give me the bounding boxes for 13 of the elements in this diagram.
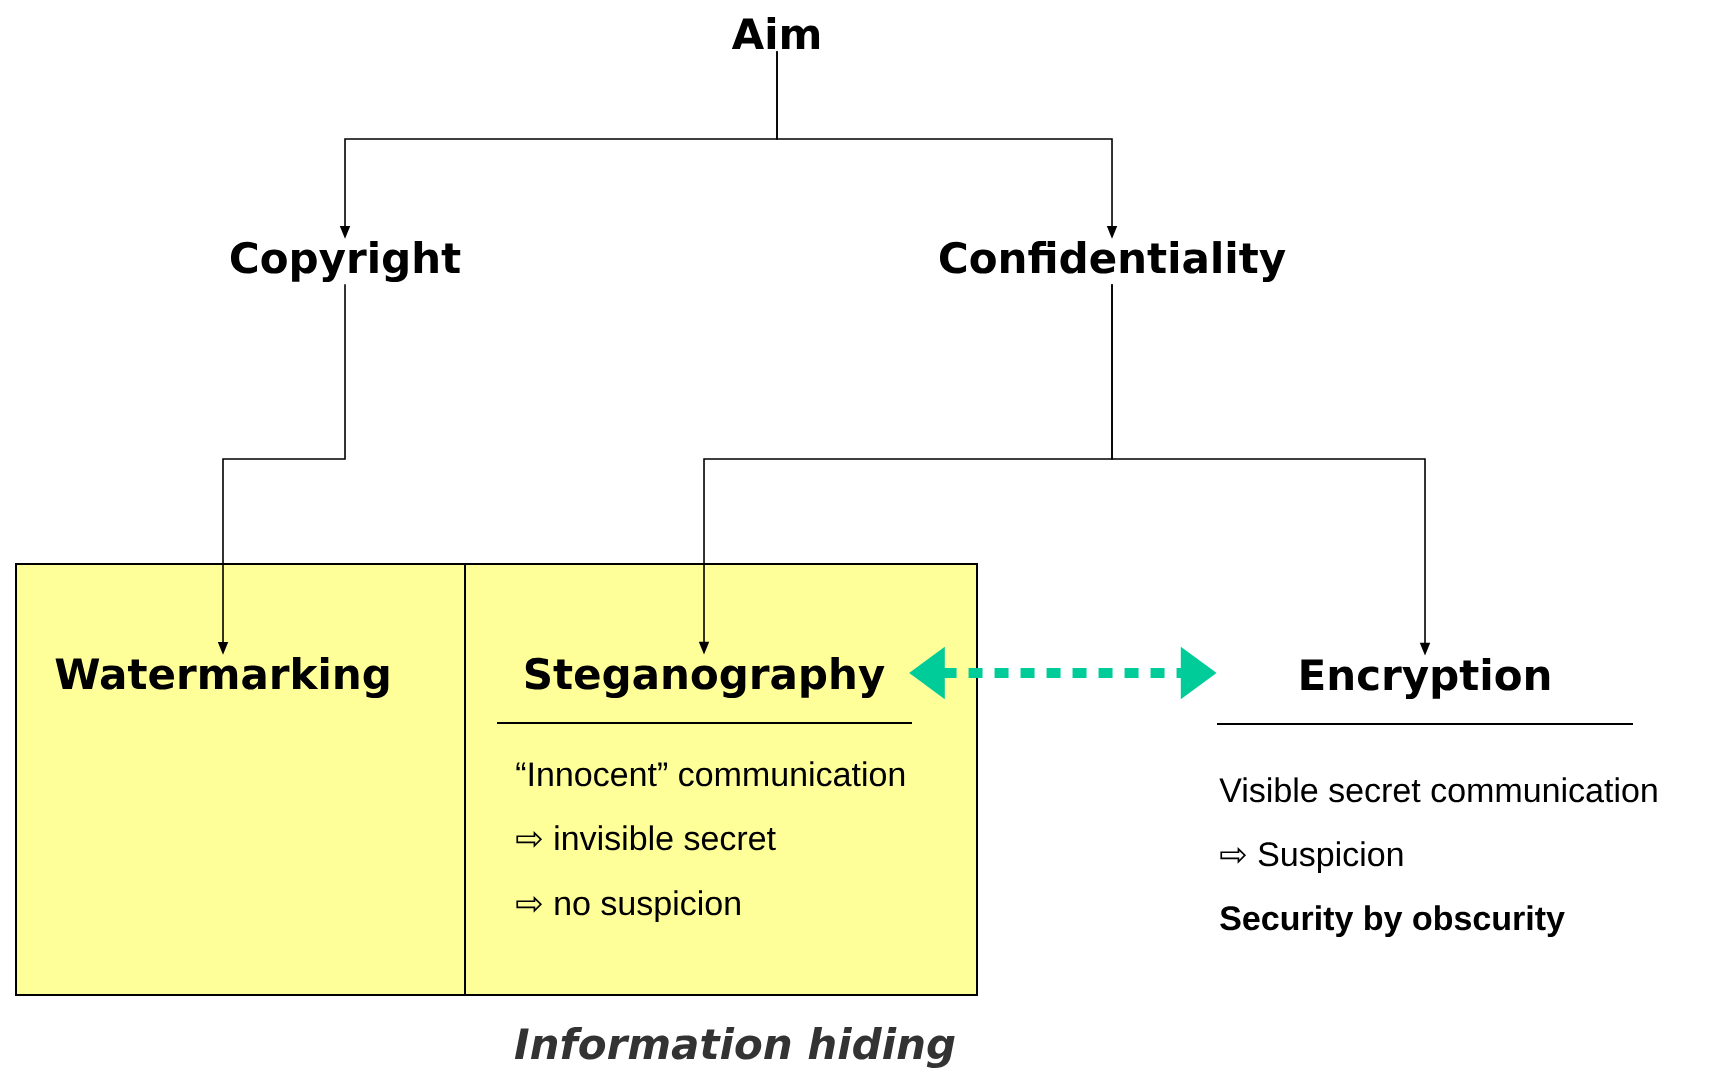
body-text: ⇨ invisible secret (516, 825, 776, 851)
body-text: Visible secret communication (1219, 777, 1657, 803)
section-heading: Steganography (525, 657, 885, 699)
node-label: Confidentiality (940, 241, 1286, 283)
section-heading: Encryption (1301, 658, 1550, 700)
node-label: Copyright (230, 241, 461, 283)
body-text: ⇨ no suspicion (516, 890, 740, 923)
body-text: Security by obscurity (1220, 905, 1565, 938)
body-text: ⇨ Suspicion (1220, 841, 1403, 874)
node-label: Aim (731, 17, 820, 49)
body-text: “Innocent” communication (516, 761, 905, 787)
node-label: Watermarking (55, 657, 389, 699)
group-caption: Information hiding (514, 1027, 955, 1069)
